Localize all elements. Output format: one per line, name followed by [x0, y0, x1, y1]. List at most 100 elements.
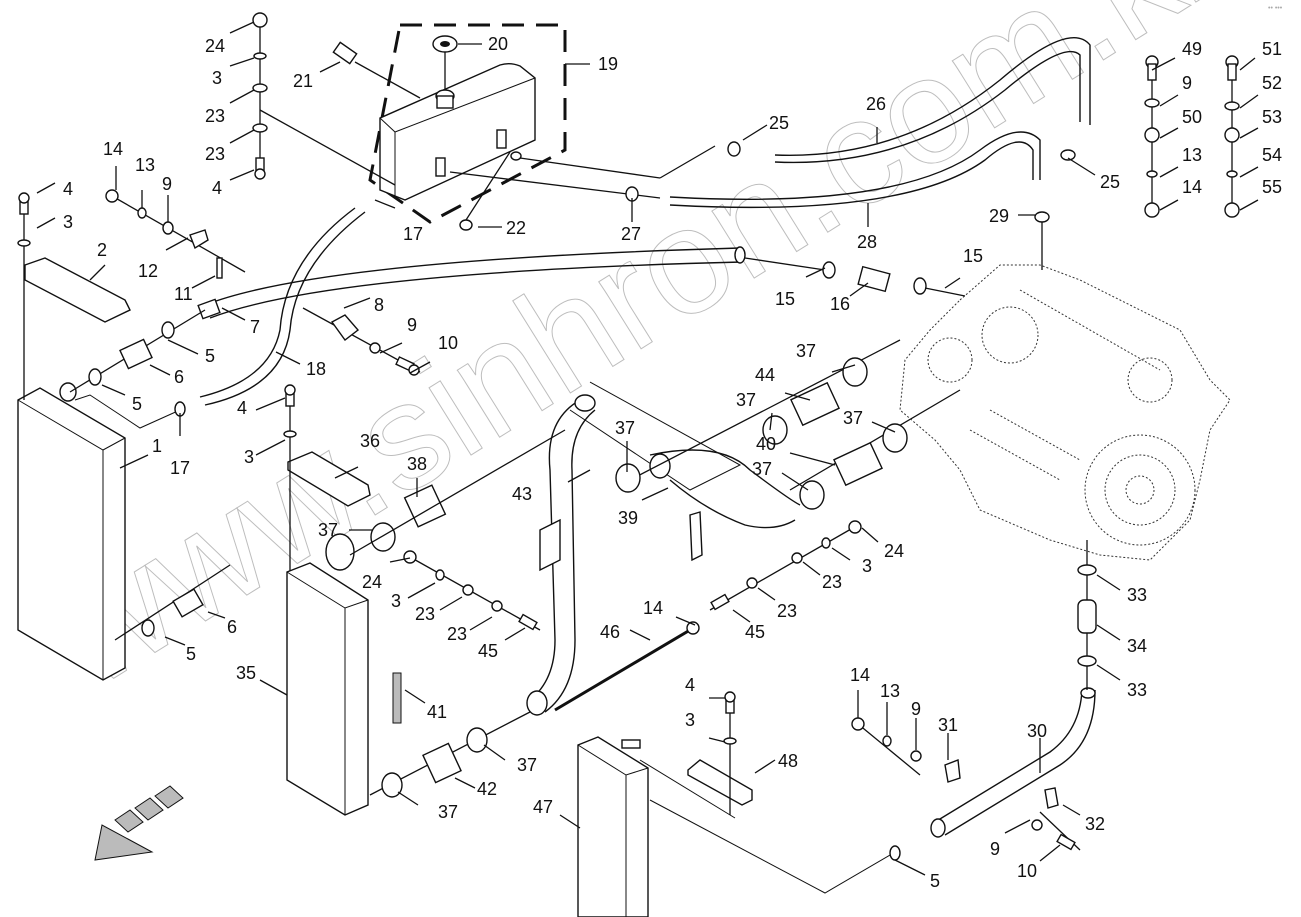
callout[interactable]: 23: [822, 572, 842, 592]
callout[interactable]: 48: [778, 751, 798, 771]
callout[interactable]: 18: [306, 359, 326, 379]
callout[interactable]: 21: [293, 71, 313, 91]
callout[interactable]: 14: [850, 665, 870, 685]
callout[interactable]: 9: [407, 315, 417, 335]
callout[interactable]: 3: [862, 556, 872, 576]
callout[interactable]: 46: [600, 622, 620, 642]
callout[interactable]: 6: [174, 367, 184, 387]
callout[interactable]: 37: [318, 520, 338, 540]
callout[interactable]: 5: [186, 644, 196, 664]
callout[interactable]: 23: [777, 601, 797, 621]
callout[interactable]: 38: [407, 454, 427, 474]
callout[interactable]: 39: [618, 508, 638, 528]
callout[interactable]: 53: [1262, 107, 1282, 127]
callout[interactable]: 50: [1182, 107, 1202, 127]
callout[interactable]: 4: [212, 178, 222, 198]
callout[interactable]: 19: [598, 54, 618, 74]
callout[interactable]: 13: [1182, 145, 1202, 165]
callout[interactable]: 11: [174, 284, 193, 304]
seal-strip-41: [392, 672, 402, 724]
callout[interactable]: 40: [756, 434, 776, 454]
callout[interactable]: 20: [488, 34, 508, 54]
callout[interactable]: 37: [517, 755, 537, 775]
callout[interactable]: 6: [227, 617, 237, 637]
callout[interactable]: 26: [866, 94, 886, 114]
callout[interactable]: 3: [63, 212, 73, 232]
callout[interactable]: 29: [989, 206, 1009, 226]
callout[interactable]: 14: [103, 139, 123, 159]
callout[interactable]: 13: [135, 155, 155, 175]
callout[interactable]: 25: [1100, 172, 1120, 192]
callout[interactable]: 24: [362, 572, 382, 592]
callout[interactable]: 24: [205, 36, 225, 56]
callout[interactable]: 14: [643, 598, 663, 618]
callout[interactable]: 37: [736, 390, 756, 410]
callout[interactable]: 3: [244, 447, 254, 467]
callout[interactable]: 27: [621, 224, 641, 244]
callout[interactable]: 10: [1017, 861, 1037, 881]
callout[interactable]: 51: [1262, 39, 1282, 59]
callout[interactable]: 14: [1182, 177, 1202, 197]
callout[interactable]: 32: [1085, 814, 1105, 834]
callout[interactable]: 17: [170, 458, 190, 478]
callout[interactable]: 44: [755, 365, 775, 385]
callout[interactable]: 22: [506, 218, 526, 238]
callout[interactable]: 7: [250, 317, 260, 337]
callout[interactable]: 28: [857, 232, 877, 252]
callout[interactable]: 17: [403, 224, 423, 244]
callout[interactable]: 37: [752, 459, 772, 479]
callout[interactable]: 4: [237, 398, 247, 418]
callout[interactable]: 25: [769, 113, 789, 133]
callout[interactable]: 8: [374, 295, 384, 315]
callout[interactable]: 15: [963, 246, 983, 266]
callout[interactable]: 10: [438, 333, 458, 353]
callout[interactable]: 37: [438, 802, 458, 822]
radiator-fittings: [69, 309, 206, 417]
callout[interactable]: 23: [205, 144, 225, 164]
callout[interactable]: 9: [990, 839, 1000, 859]
callout[interactable]: 30: [1027, 721, 1047, 741]
callout[interactable]: 9: [162, 174, 172, 194]
callout[interactable]: 3: [391, 591, 401, 611]
callout[interactable]: 23: [205, 106, 225, 126]
callout[interactable]: 12: [138, 261, 158, 281]
callout[interactable]: 5: [205, 346, 215, 366]
callout[interactable]: 45: [478, 641, 498, 661]
callout[interactable]: 43: [512, 484, 532, 504]
callout[interactable]: 37: [796, 341, 816, 361]
callout[interactable]: 36: [360, 431, 380, 451]
callout[interactable]: 16: [830, 294, 850, 314]
callout[interactable]: 4: [685, 675, 695, 695]
callout[interactable]: 3: [212, 68, 222, 88]
callout[interactable]: 4: [63, 179, 73, 199]
callout[interactable]: 34: [1127, 636, 1147, 656]
callout[interactable]: 2: [97, 240, 107, 260]
callout[interactable]: 9: [1182, 73, 1192, 93]
callout[interactable]: 3: [685, 710, 695, 730]
callout[interactable]: 54: [1262, 145, 1282, 165]
callout[interactable]: 5: [930, 871, 940, 891]
callout[interactable]: 23: [415, 604, 435, 624]
callout[interactable]: 13: [880, 681, 900, 701]
callout[interactable]: 33: [1127, 585, 1147, 605]
callout[interactable]: 24: [884, 541, 904, 561]
fastener-sets-middle: [403, 520, 862, 631]
callout[interactable]: 37: [615, 418, 635, 438]
callout[interactable]: 45: [745, 622, 765, 642]
callout[interactable]: 1: [152, 436, 162, 456]
callout[interactable]: 33: [1127, 680, 1147, 700]
callout[interactable]: 9: [911, 699, 921, 719]
leader-lines: [36, 21, 1259, 876]
callout[interactable]: 55: [1262, 177, 1282, 197]
callout[interactable]: 52: [1262, 73, 1282, 93]
callout[interactable]: 42: [477, 779, 497, 799]
callout[interactable]: 35: [236, 663, 256, 683]
callout[interactable]: 15: [775, 289, 795, 309]
callout[interactable]: 31: [938, 715, 958, 735]
callout[interactable]: 5: [132, 394, 142, 414]
callout[interactable]: 41: [427, 702, 447, 722]
callout[interactable]: 37: [843, 408, 863, 428]
callout[interactable]: 47: [533, 797, 553, 817]
callout[interactable]: 49: [1182, 39, 1202, 59]
callout[interactable]: 23: [447, 624, 467, 644]
